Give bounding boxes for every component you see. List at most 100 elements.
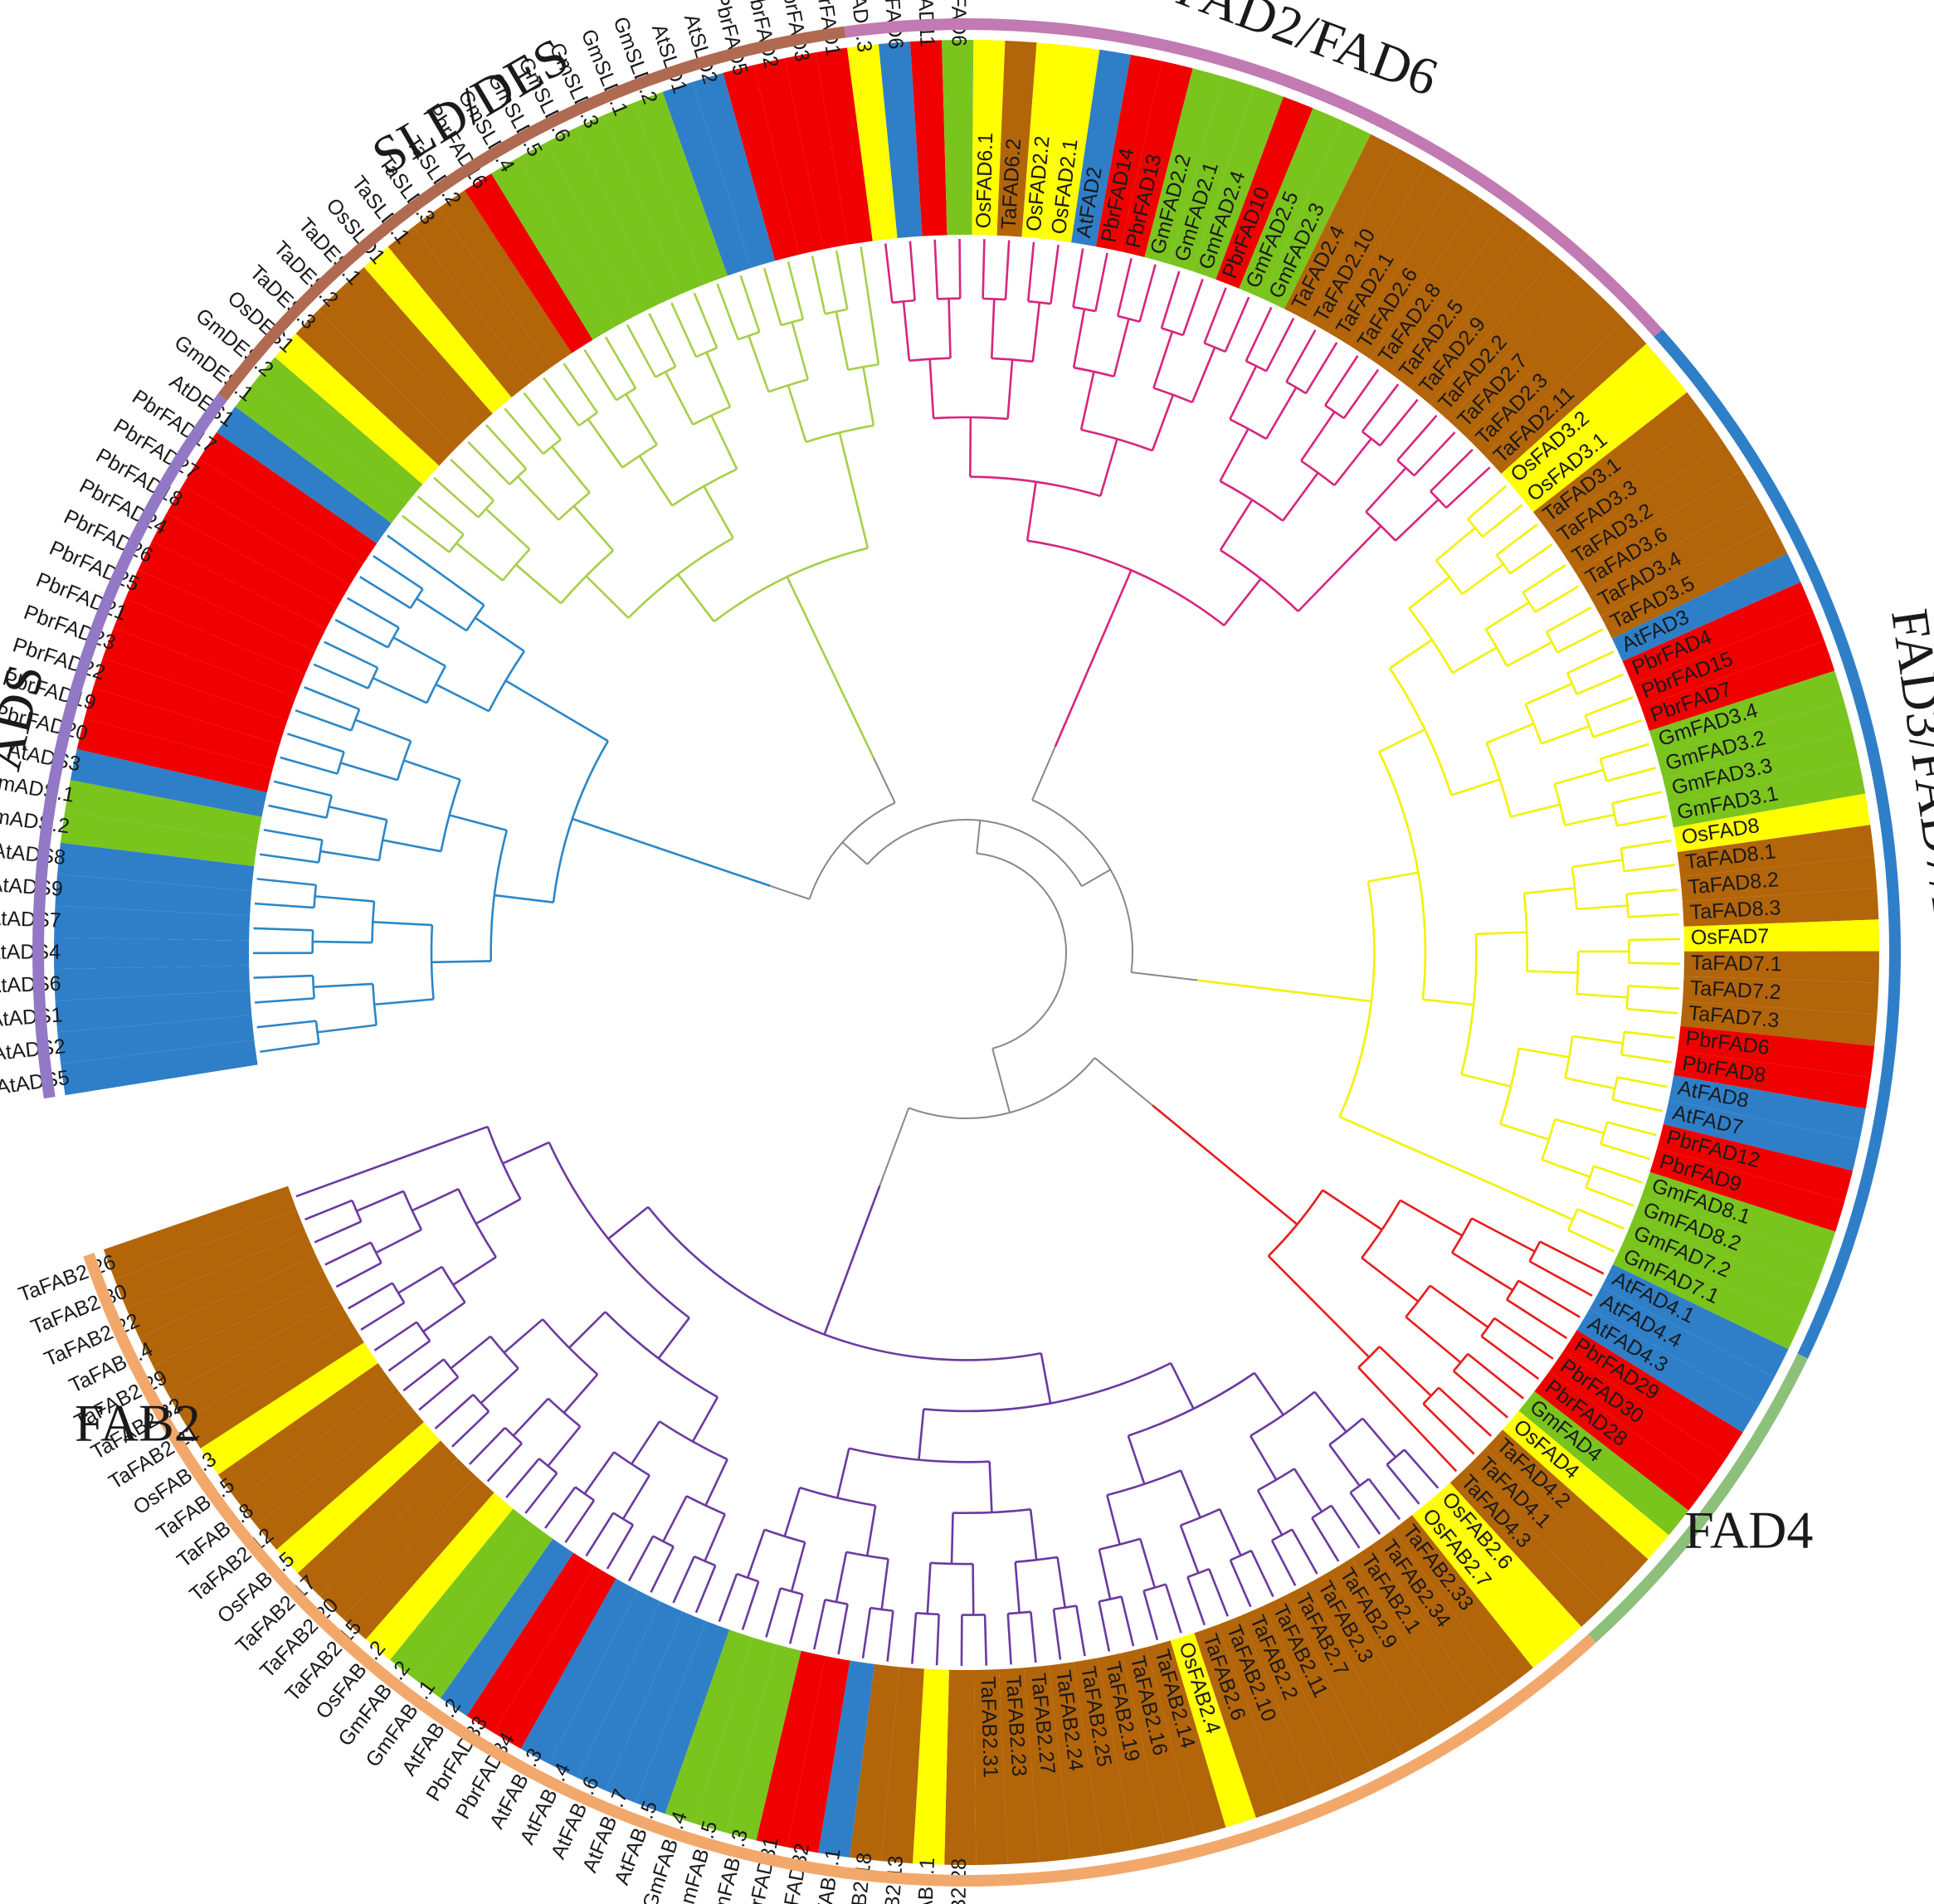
branch-arc [1524, 704, 1543, 744]
branch [314, 1220, 362, 1244]
branch [1509, 543, 1553, 575]
branch-arc [1452, 1353, 1469, 1372]
branch [1342, 368, 1380, 419]
branch-arc [736, 1572, 759, 1583]
branch [1270, 1540, 1297, 1586]
branch [1517, 1279, 1581, 1318]
leaf-cell [295, 310, 457, 466]
clade-stem [786, 576, 875, 758]
branch [990, 299, 996, 359]
clade-rings [32, 18, 1901, 1887]
branch-arc [1564, 1035, 1574, 1079]
branch-arc [504, 1427, 523, 1444]
branch [455, 542, 504, 582]
branch [494, 894, 554, 903]
branch [1330, 1504, 1361, 1549]
leaf-cell [139, 1255, 327, 1366]
branch [1098, 1549, 1112, 1600]
branch [1324, 355, 1359, 407]
branch [314, 895, 375, 903]
branch-arc [655, 365, 676, 378]
branch [583, 349, 617, 401]
branch [1106, 1494, 1121, 1545]
leaf-label: AtADS2 [0, 1035, 66, 1065]
branch-arc [1300, 460, 1336, 486]
branch [1365, 467, 1407, 513]
leaf-cell [1663, 1099, 1860, 1171]
branch [551, 446, 591, 494]
leaf-label: GmADS.1 [0, 768, 76, 807]
branch [1624, 864, 1675, 873]
branch-arc [1028, 299, 1051, 305]
branch [564, 1499, 596, 1543]
branch-arc [1365, 511, 1396, 542]
leaf-cell [1683, 951, 1880, 983]
branch [1297, 525, 1382, 612]
branch [1554, 1118, 1605, 1135]
leaf-cell [1576, 470, 1758, 595]
leaf-label: AtADS8 [0, 839, 66, 869]
leaf-cell [125, 569, 315, 674]
leaf-cell [103, 1186, 297, 1280]
branch [1098, 1601, 1111, 1652]
branch [928, 358, 935, 419]
branch [450, 458, 494, 502]
branch [1408, 576, 1450, 610]
branch [1120, 1596, 1135, 1647]
leaf-label: OsFAD6.1 [972, 133, 997, 229]
leaf-cell [1682, 976, 1879, 1015]
leaf-cell [60, 811, 258, 866]
leaf-cell [491, 157, 615, 340]
leaf-cell [1503, 1410, 1669, 1560]
branch [627, 1535, 655, 1582]
branch-arc [465, 604, 485, 631]
leaf-label: TaFAD6.2 [997, 138, 1025, 230]
leaf-cell [1240, 1605, 1345, 1796]
branch [304, 686, 360, 711]
branch [1461, 562, 1504, 596]
leaf-cell [1649, 670, 1844, 755]
branch [1606, 767, 1657, 782]
branch-arc [548, 1142, 690, 1319]
branch [650, 1546, 675, 1593]
branch [625, 393, 658, 446]
leaf-cell [1485, 1429, 1649, 1583]
branch [1291, 1528, 1318, 1575]
branch-arc [1073, 305, 1096, 313]
branch [418, 1376, 460, 1411]
branch [918, 1409, 925, 1460]
branch-arc [1007, 1610, 1031, 1615]
branch [1445, 466, 1491, 509]
branch [422, 1301, 466, 1333]
backbone-branch [1081, 869, 1111, 888]
branch [1395, 499, 1440, 542]
leaf-label: AtADS4 [0, 941, 61, 964]
branch [861, 1607, 872, 1659]
leaf-cell [1095, 54, 1162, 252]
branch [1075, 1605, 1086, 1657]
leaf-cell [913, 1668, 949, 1865]
branch [835, 311, 850, 370]
branch [1616, 815, 1668, 827]
leaf-cell [1286, 1583, 1401, 1770]
leaf-label-band: AtADS5AtADS2AtADS1AtADS6AtADS4AtADS7AtAD… [0, 0, 1880, 1904]
leaf-cell [1391, 216, 1532, 389]
branch [926, 1562, 932, 1614]
branch [387, 1340, 431, 1372]
leaf-cell [878, 41, 923, 239]
branch [373, 998, 434, 1006]
branch [902, 301, 911, 361]
branch [1138, 264, 1157, 323]
leaf-cell [1430, 255, 1580, 421]
leaf-cell [464, 173, 593, 353]
branch-arc [1522, 592, 1537, 613]
leaf-cell [102, 627, 296, 721]
branch-arc [1117, 314, 1140, 324]
leaf-cell [1048, 1662, 1103, 1859]
branch [1094, 252, 1108, 312]
branch [787, 384, 807, 443]
branch [254, 902, 314, 909]
branch [1629, 937, 1680, 942]
leaf-cell [665, 1629, 753, 1824]
leaf-cell [1327, 163, 1454, 346]
